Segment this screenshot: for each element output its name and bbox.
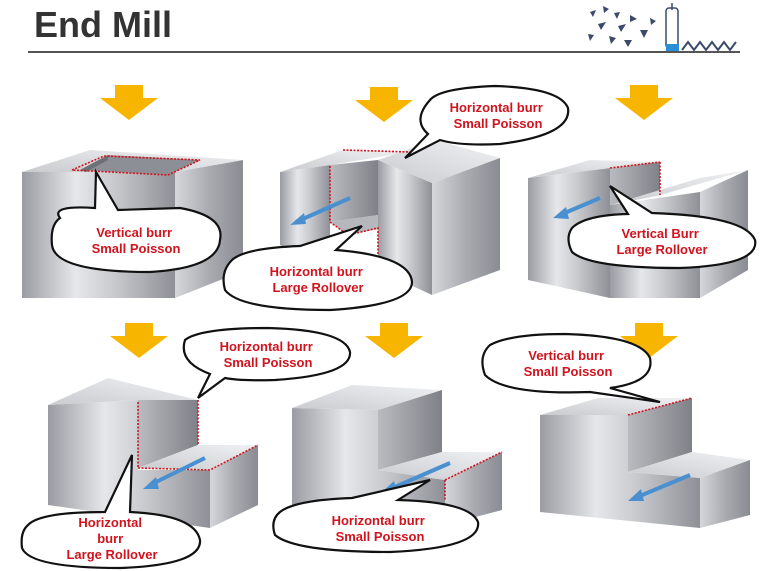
down-arrow-icon — [110, 323, 168, 358]
callout-text: Vertical burr Small Poisson — [524, 348, 613, 379]
header-rule — [28, 51, 740, 53]
down-arrow-icon — [355, 87, 413, 122]
callout-text: Horizontal burr Large Rollover — [270, 264, 367, 295]
callout-bubble — [182, 326, 352, 399]
workpiece-step-left — [48, 378, 259, 528]
callout-bubble — [404, 84, 570, 159]
feed-direction-arrow — [634, 473, 691, 500]
logo-decoration — [588, 3, 737, 52]
down-arrow-icon — [615, 85, 673, 120]
callout-bubble — [272, 478, 480, 554]
feed-direction-arrow — [295, 196, 351, 224]
page-title: End Mill — [34, 4, 172, 45]
down-arrow-icon — [100, 85, 158, 120]
callout-bubble — [20, 454, 202, 570]
feed-direction-arrow — [149, 456, 206, 487]
workpiece-step-right — [540, 397, 750, 528]
callout-bubble — [567, 185, 757, 270]
callout-bubble — [481, 332, 661, 404]
callout-text: Horizontal burr Small Poisson — [450, 100, 547, 131]
callout-bubble — [50, 168, 222, 274]
callout-text: Vertical Burr Large Rollover — [616, 226, 707, 257]
callout-text: Horizontal burr Small Poisson — [220, 339, 317, 370]
process-arrows — [100, 85, 678, 358]
down-arrow-icon — [365, 323, 423, 358]
feed-direction-arrow — [387, 461, 451, 492]
callout-text: Horizontal burr Small Poisson — [332, 513, 429, 544]
callout-text: Horizontal burr Large Rollover — [66, 515, 157, 562]
callout-text: Vertical burr Small Poisson — [92, 225, 181, 256]
callout-bubble — [222, 224, 414, 312]
workpiece-slot — [280, 140, 500, 295]
down-arrow-icon — [620, 323, 678, 358]
